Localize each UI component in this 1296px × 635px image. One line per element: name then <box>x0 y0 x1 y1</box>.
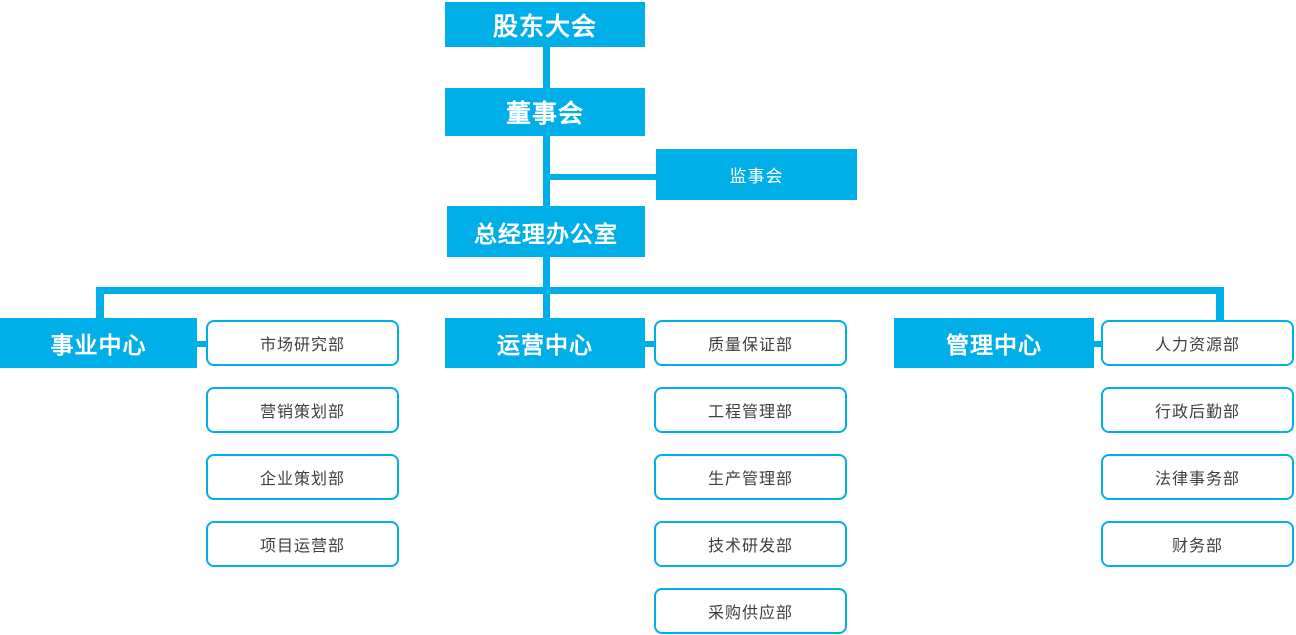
dept-engineering-management: 工程管理部 <box>654 387 847 433</box>
node-center-business: 事业中心 <box>0 318 197 368</box>
node-gm-office: 总经理办公室 <box>447 206 645 257</box>
dept-quality-assurance: 质量保证部 <box>654 320 847 366</box>
dept-corporate-planning: 企业策划部 <box>206 454 399 500</box>
connector-business-depts <box>197 341 206 347</box>
node-board-of-directors: 董事会 <box>445 88 645 136</box>
node-center-operations: 运营中心 <box>445 318 645 368</box>
node-shareholders-meeting: 股东大会 <box>445 2 645 47</box>
dept-project-operations: 项目运营部 <box>206 521 399 567</box>
connector-rail-hr <box>1216 294 1224 320</box>
dept-admin-logistics: 行政后勤部 <box>1101 387 1294 433</box>
dept-finance: 财务部 <box>1101 521 1294 567</box>
node-supervisory-board: 监事会 <box>656 149 857 200</box>
connector-rail-business <box>96 294 104 318</box>
dept-market-research: 市场研究部 <box>206 320 399 366</box>
connector-board-supervisory <box>547 174 656 180</box>
connector-main-rail <box>96 287 1224 294</box>
dept-production-management: 生产管理部 <box>654 454 847 500</box>
connector-management-depts <box>1094 341 1102 347</box>
dept-tech-rnd: 技术研发部 <box>654 521 847 567</box>
dept-legal-affairs: 法律事务部 <box>1101 454 1294 500</box>
connector-operations-depts <box>645 341 654 347</box>
connector-board-gm <box>543 136 550 206</box>
dept-marketing-planning: 营销策划部 <box>206 387 399 433</box>
node-center-management: 管理中心 <box>894 318 1094 368</box>
dept-human-resources: 人力资源部 <box>1101 320 1294 366</box>
connector-root-board <box>543 47 550 88</box>
dept-procurement-supply: 采购供应部 <box>654 588 847 634</box>
